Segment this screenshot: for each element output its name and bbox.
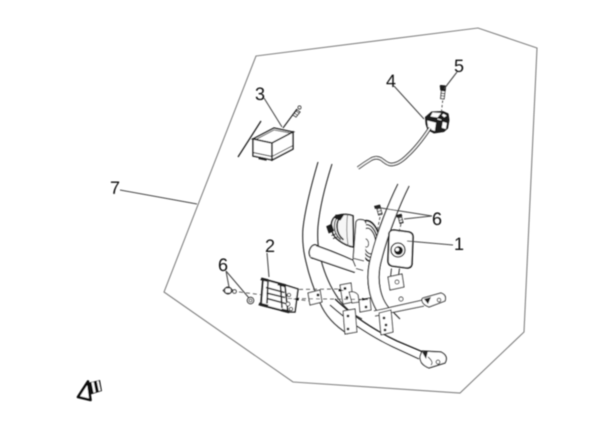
svg-text:3: 3 xyxy=(255,84,265,104)
svg-text:4: 4 xyxy=(386,71,396,91)
svg-text:6: 6 xyxy=(432,209,442,229)
svg-text:6: 6 xyxy=(218,255,228,275)
svg-text:1: 1 xyxy=(454,234,464,254)
svg-text:2: 2 xyxy=(265,236,275,256)
svg-text:5: 5 xyxy=(454,56,464,76)
svg-text:7: 7 xyxy=(110,178,120,198)
